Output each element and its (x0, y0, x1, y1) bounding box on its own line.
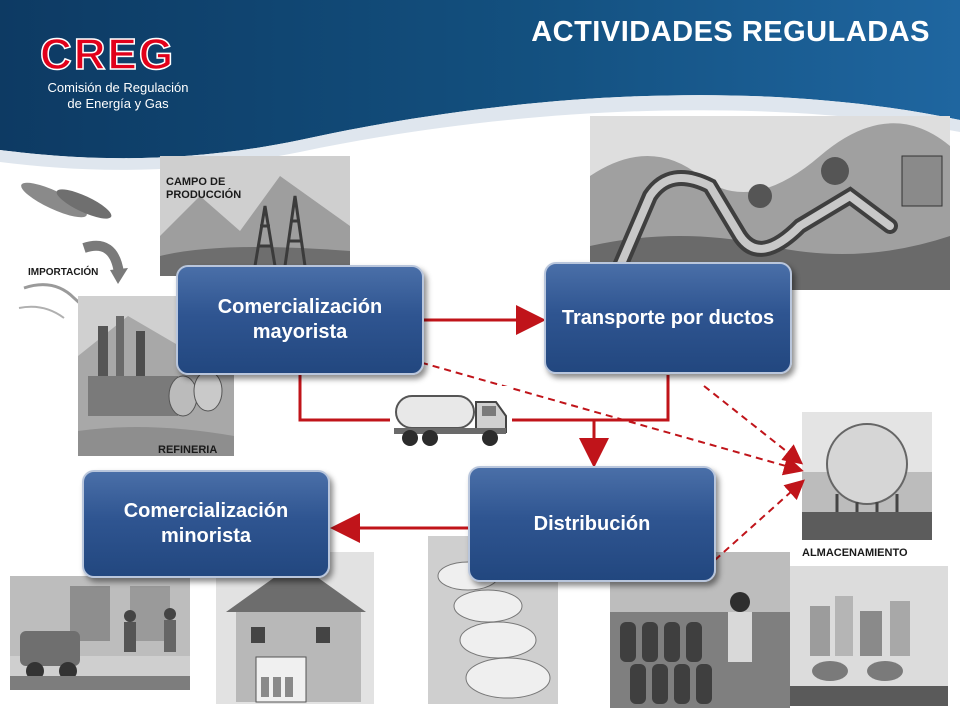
node-comercializacion-mayorista: Comercialización mayorista (176, 265, 424, 375)
node-comercializacion-minorista: Comercialización minorista (82, 470, 330, 578)
dashed-distribucion-almacenamiento (705, 479, 805, 569)
almacenamiento-photo (802, 412, 932, 540)
campo-produccion-label: CAMPO DE PRODUCCIÓN (166, 176, 242, 201)
node-transporte-ductos: Transporte por ductos (544, 262, 792, 374)
page-title: ACTIVIDADES REGULADAS (531, 16, 930, 48)
logo-subtitle: Comisión de Regulación de Energía y Gas (47, 80, 189, 111)
dashed-transporte-almacenamiento (703, 385, 804, 465)
reparto-illustration (10, 576, 190, 690)
ductos-illustration (590, 116, 950, 290)
node-distribucion: Distribución (468, 466, 716, 582)
logo-wordmark: CREG (39, 29, 176, 80)
almacenamiento-label: ALMACENAMIENTO (802, 547, 908, 559)
planta-illustration (790, 566, 948, 706)
truck-icon (390, 386, 512, 452)
creg-logo: CREG Comisión de Regulación de Energía y… (34, 29, 204, 120)
header-band (0, 0, 960, 170)
dashed-mayorista-almacenamiento (397, 355, 804, 476)
refineria-label: REFINERIA (158, 444, 218, 456)
importacion-label: IMPORTACIÓN (28, 267, 99, 278)
header-background (0, 0, 960, 170)
